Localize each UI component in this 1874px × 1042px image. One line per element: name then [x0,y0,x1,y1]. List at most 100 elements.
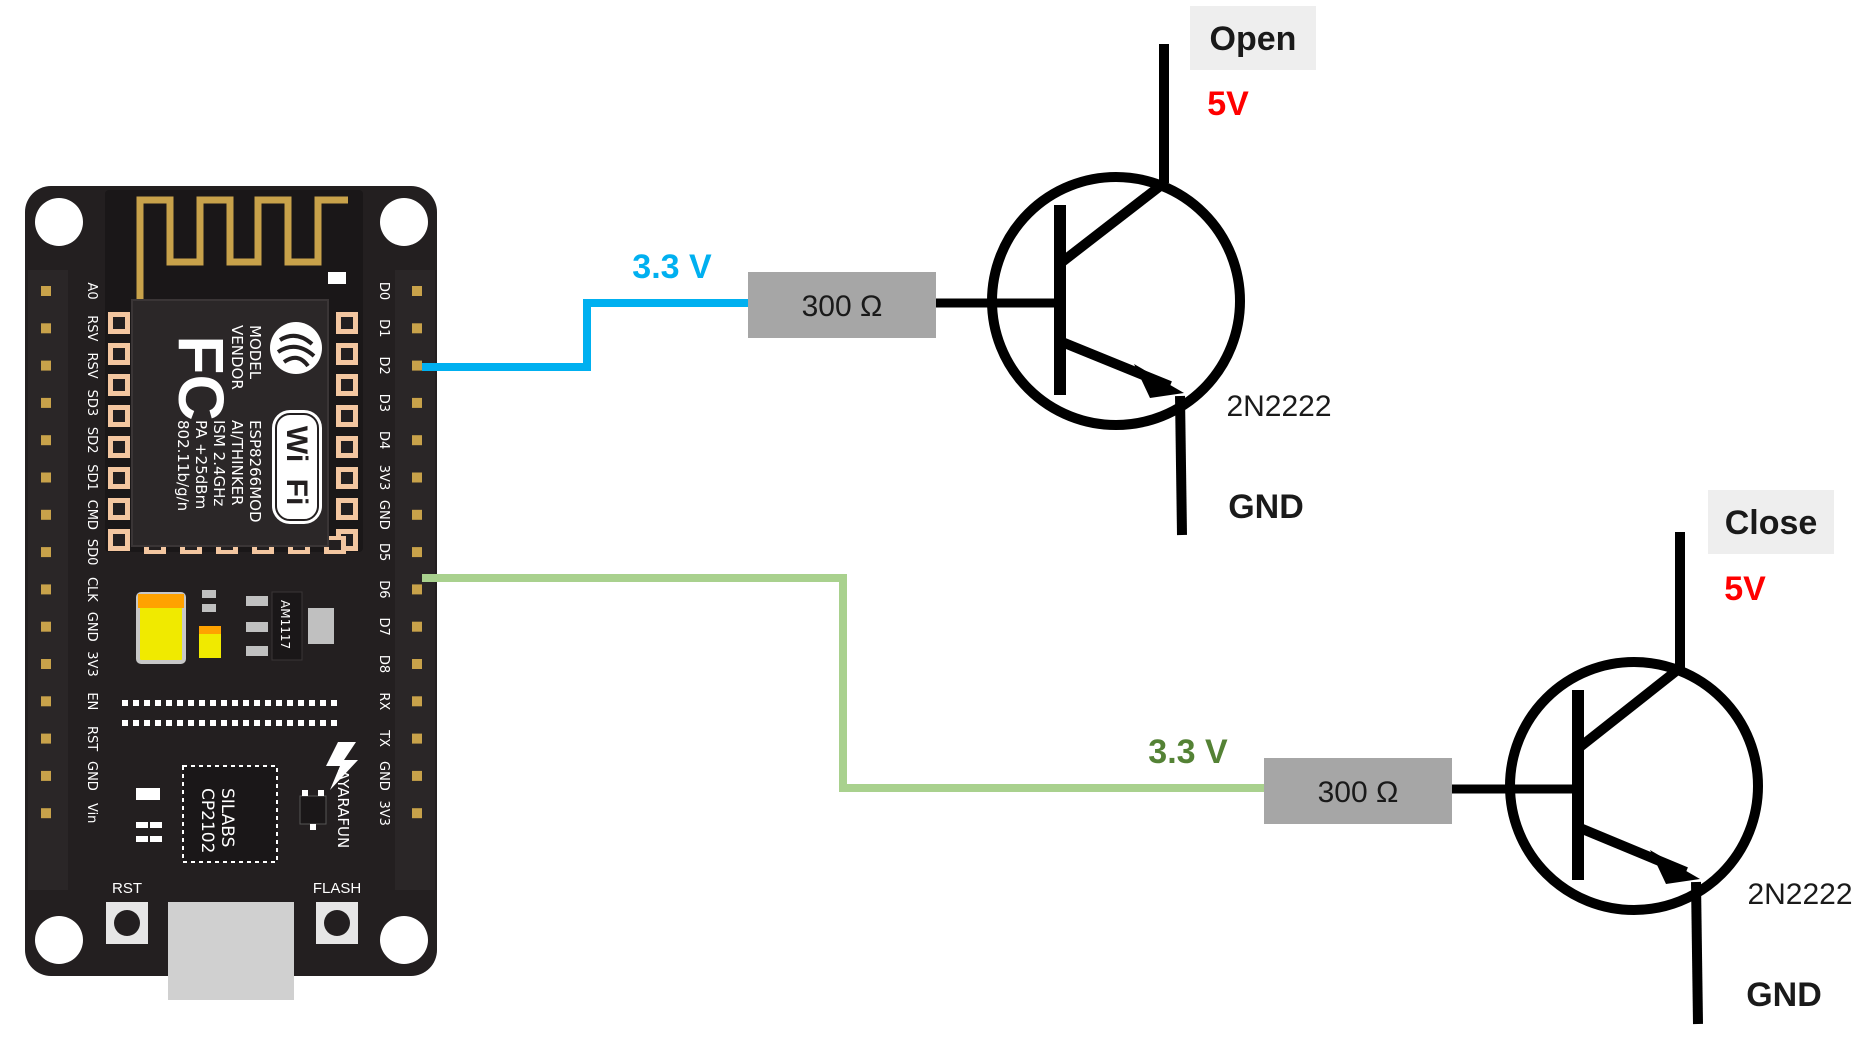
transistor-body [987,172,1245,430]
svg-text:VENDOR: VENDOR [228,325,246,390]
header-pin [412,808,422,819]
pin-label: D2 [376,356,391,374]
pin-label: 3V3 [376,465,391,490]
pin-label: EN [84,692,99,710]
header-pin [412,733,422,744]
header-pin [412,509,422,520]
pin-label: RSV [84,315,99,341]
mount-hole [380,198,428,246]
pin-label: CMD [84,500,99,530]
emitter-arrow-icon [1134,364,1184,398]
ground-label: GND [1228,488,1304,526]
svg-text:AM1117: AM1117 [278,600,292,649]
regulator-chip [271,591,303,661]
left-header [28,270,68,890]
header-pin [412,435,422,446]
mount-hole [380,916,428,964]
pin-label: 3V3 [376,800,391,825]
resistor [1264,758,1452,824]
svg-text:Wi: Wi [280,426,313,462]
svg-text:AI/THINKER: AI/THINKER [228,420,246,506]
header-pin [41,584,51,595]
state-badge [1190,6,1316,70]
pin-label: D5 [376,543,391,561]
header-pin [412,659,422,669]
header-pin [41,286,51,296]
via-row [122,700,337,726]
d5-wire [422,574,1266,792]
transistor-part-label: 2N2222 [1747,878,1852,911]
antenna-trace [136,196,348,300]
usb-uart-chip [182,765,278,863]
pin-label: RSV [84,353,99,379]
header-pin [41,397,51,408]
svg-text:Fi: Fi [280,479,313,506]
nodemcu-board: FC MODEL VENDOR ESP8266MOD AI/THINKER IS… [25,186,437,1000]
header-pin [412,360,422,371]
pin-label: GND [376,500,391,530]
left-pin-labels: A0RSVRSVSD3SD2SD1CMDSD0CLKGND3V3ENRSTGND… [84,282,99,823]
state-label: Close [1725,504,1818,542]
pin-label: SD0 [84,539,99,566]
pin-label: GND [376,761,391,791]
header-pin [41,808,51,819]
pin-label: Vin [84,803,99,823]
pin-label: RST [84,726,99,751]
collector-line [1576,664,1684,751]
signal-voltage-label: 3.3 V [632,248,712,286]
header-pin [41,360,51,371]
resistor-value: 300 Ω [802,290,883,323]
header-pin [412,286,422,296]
supply-label: 5V [1207,85,1249,123]
pin-label: SD2 [84,427,99,454]
flash-label: FLASH [313,880,361,897]
open-circuit: 3.3 V 300 Ω Open 5V 2N2222 GND [632,6,1332,536]
pin-label: GND [84,612,99,642]
svg-text:FC: FC [165,335,237,420]
pin-label: 3V3 [84,651,99,676]
header-pin [41,547,51,558]
header-pin [412,770,422,781]
header-pin [41,472,51,483]
emitter-lead [1691,881,1703,1025]
svg-text:ISM 2.4GHz: ISM 2.4GHz [210,420,228,506]
svg-text:PA +25dBm: PA +25dBm [192,420,210,509]
emitter-lead [1175,395,1187,536]
emitter-arrow-icon [1650,850,1700,884]
header-pin [41,770,51,781]
header-pin [412,397,422,408]
lightning-icon [326,742,358,790]
pin-label: SD1 [84,464,99,491]
pin-label: D6 [376,580,391,598]
ground-label: GND [1746,976,1822,1014]
header-pin [41,435,51,446]
close-circuit: 3.3 V 300 Ω Close 5V 2N2222 GND [1148,490,1853,1025]
svg-text:802.11b/g/n: 802.11b/g/n [174,420,192,511]
pin-label: D3 [376,394,391,412]
wifi-logo: Wi Fi [272,410,322,524]
header-pin [41,509,51,520]
header-pin [41,621,51,632]
pin-label: A0 [84,282,99,299]
pin-label: D1 [376,319,391,337]
resistor [748,272,936,338]
transistor-part-label: 2N2222 [1226,390,1331,423]
header-pin [412,696,422,707]
header-pin [41,733,51,744]
header-pins [41,286,422,819]
transistor-body [1505,657,1763,915]
module-label: MODEL VENDOR ESP8266MOD AI/THINKER ISM 2… [174,325,264,523]
mount-hole [35,916,83,964]
micro-usb-port [168,902,294,1000]
signal-voltage-label: 3.3 V [1148,733,1228,771]
header-pin [412,584,422,595]
pin-label: TX [376,729,391,747]
pin-label: D4 [376,431,391,449]
header-pin [412,621,422,632]
header-pin [41,696,51,707]
rst-label: RST [112,880,142,897]
fc-logo: FC [165,335,237,420]
header-pin [41,323,51,334]
svg-text:MODEL: MODEL [246,325,264,380]
